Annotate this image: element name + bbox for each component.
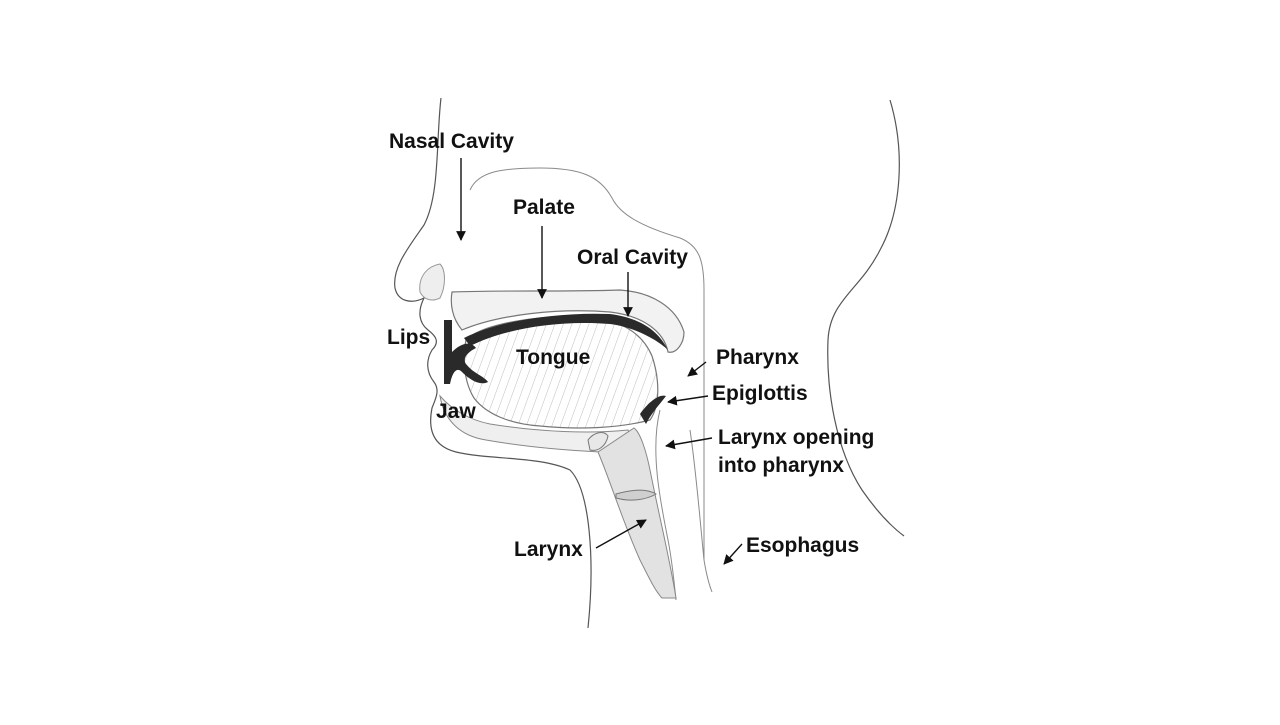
pointer-pharynx (687, 361, 707, 377)
label-oral-cavity: Oral Cavity (577, 246, 688, 269)
epiglottis-shape (640, 395, 666, 424)
pointer-larynx (595, 519, 647, 549)
neck-back-outline (827, 99, 905, 537)
nasal-cavity-shape (469, 167, 705, 560)
esophagus-tube (689, 429, 713, 593)
label-larynx-opening-line2: into pharynx (718, 454, 845, 477)
larynx-tube (597, 427, 677, 599)
vocal-fold (615, 489, 657, 501)
label-nasal-cavity: Nasal Cavity (389, 130, 514, 153)
pointer-larynx-opening (665, 437, 713, 450)
pharynx-wall (655, 409, 677, 601)
label-palate: Palate (513, 196, 575, 219)
label-lips: Lips (387, 326, 431, 349)
label-epiglottis: Epiglottis (712, 382, 808, 405)
label-jaw: Jaw (436, 400, 476, 423)
lips-contour (444, 320, 488, 384)
label-tongue: Tongue (516, 346, 591, 369)
label-larynx-opening-line1: Larynx opening (718, 426, 875, 449)
pointer-epiglottis (667, 395, 709, 406)
label-pharynx: Pharynx (716, 346, 799, 369)
nasal-passage-shading (419, 263, 445, 301)
hyoid-bone (587, 432, 609, 451)
label-larynx: Larynx (514, 538, 583, 561)
face-profile-outline (394, 97, 592, 629)
palate-shape (450, 289, 685, 353)
label-esophagus: Esophagus (746, 534, 860, 557)
pointer-esophagus (723, 543, 743, 565)
oral-cavity-roof-dark (464, 313, 668, 350)
